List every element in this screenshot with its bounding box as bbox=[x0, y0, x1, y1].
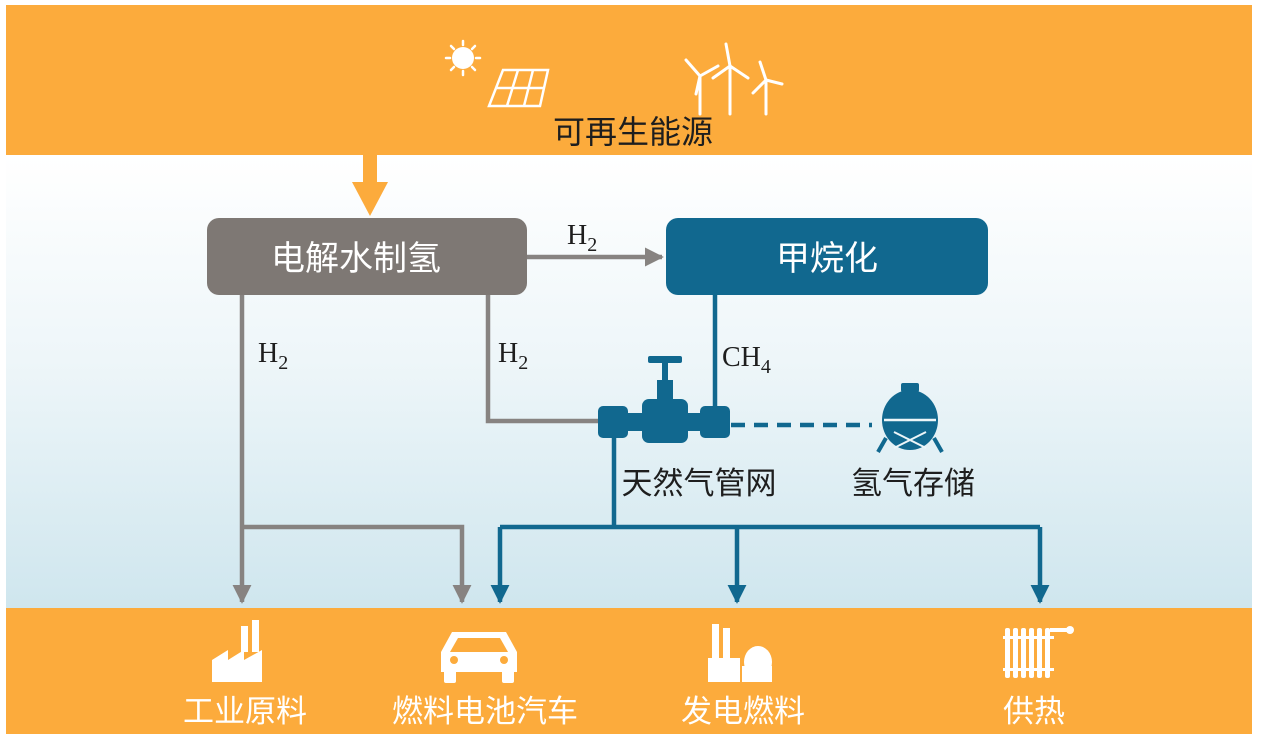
h2-to-methanation-label: H2 bbox=[567, 220, 597, 256]
hydrogen-tank-icon bbox=[876, 383, 944, 453]
electrolysis-label: 电解水制氢 bbox=[271, 239, 441, 279]
solar-panel-icon bbox=[487, 68, 550, 108]
methanation-box: 甲烷化 bbox=[666, 218, 988, 295]
sun-icon bbox=[444, 39, 482, 77]
car-icon bbox=[441, 632, 517, 683]
process-area-background bbox=[6, 155, 1252, 608]
h2-to-fuel-cell-car-arrow bbox=[242, 524, 472, 604]
renewable-input-arrow bbox=[352, 155, 388, 216]
storage-label: 氢气存储 bbox=[851, 466, 975, 502]
ch4-label: CH4 bbox=[722, 342, 771, 378]
power-plant-icon bbox=[708, 624, 772, 682]
renewable-energy-label: 可再生能源 bbox=[553, 113, 713, 151]
output-fuel-cell-vehicle-label: 燃料电池汽车 bbox=[392, 694, 578, 730]
wind-turbine-icon bbox=[684, 42, 784, 116]
methanation-label: 甲烷化 bbox=[776, 239, 878, 279]
output-heating-label: 供热 bbox=[1003, 694, 1065, 730]
factory-icon bbox=[212, 620, 262, 682]
electrolysis-box: 电解水制氢 bbox=[207, 218, 527, 295]
pipeline-label: 天然气管网 bbox=[622, 466, 777, 502]
pipeline-valve-icon bbox=[598, 356, 730, 443]
h2-to-pipeline-line bbox=[485, 295, 600, 424]
output-industrial-feedstock-label: 工业原料 bbox=[183, 694, 307, 730]
output-power-fuel-label: 发电燃料 bbox=[681, 694, 805, 730]
radiator-icon bbox=[1003, 626, 1074, 678]
h2-to-pipeline-label: H2 bbox=[498, 338, 528, 374]
h2-left-label: H2 bbox=[258, 338, 288, 374]
renewable-energy-band bbox=[6, 5, 1252, 155]
